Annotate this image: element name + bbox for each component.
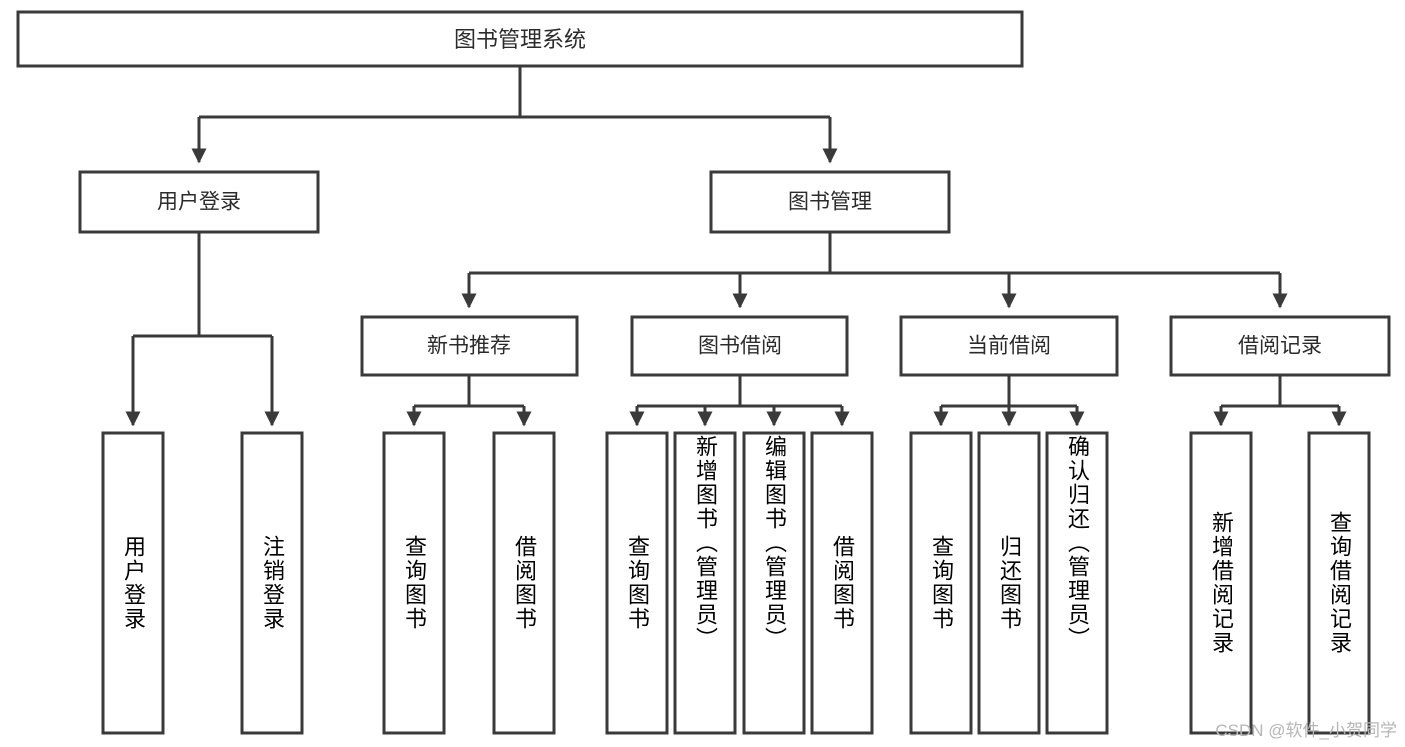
- leaf-book-borrow-add[interactable]: 新增图书（管理员）: [673, 431, 737, 735]
- connector-new-book-to-leaves: [406, 375, 532, 427]
- node-current-borrow-label: 当前借阅: [967, 335, 1051, 358]
- leaf-current-borrow-return[interactable]: 归还图书: [977, 431, 1041, 735]
- leaf-borrow-record-query[interactable]: 查询借阅记录: [1307, 431, 1371, 735]
- leaf-user-login-signin[interactable]: 用户登录: [101, 431, 165, 735]
- node-book-management-label: 图书管理: [788, 191, 872, 214]
- node-root-label: 图书管理系统: [454, 27, 586, 52]
- node-current-borrow[interactable]: 当前借阅: [899, 315, 1119, 377]
- leaf-label: 借阅图书: [830, 535, 855, 631]
- leaf-new-book-borrow[interactable]: 借阅图书: [492, 431, 556, 735]
- leaf-label: 注销登录: [260, 535, 285, 631]
- leaf-user-login-signout[interactable]: 注销登录: [240, 431, 304, 735]
- leaf-label: 查询图书: [625, 535, 650, 631]
- node-root-system[interactable]: 图书管理系统: [16, 10, 1024, 68]
- leaf-label: 借阅图书: [512, 535, 537, 631]
- leaf-book-borrow-edit[interactable]: 编辑图书（管理员）: [742, 431, 806, 735]
- node-book-borrow-label: 图书借阅: [698, 335, 782, 358]
- leaf-current-borrow-confirm-return[interactable]: 确认归还（管理员）: [1045, 431, 1109, 735]
- node-new-book-recommend[interactable]: 新书推荐: [360, 315, 579, 377]
- leaf-current-borrow-query[interactable]: 查询图书: [909, 431, 973, 735]
- connector-root-to-level2: [191, 66, 838, 164]
- node-borrow-record-label: 借阅记录: [1238, 335, 1322, 358]
- leaf-label: 查询图书: [929, 535, 954, 631]
- node-new-book-recommend-label: 新书推荐: [427, 335, 511, 358]
- leaf-label: 新增借阅记录: [1209, 511, 1234, 655]
- leaf-label: 编辑图书（管理员）: [762, 435, 787, 651]
- leaf-label: 归还图书: [997, 535, 1022, 631]
- connector-current-borrow-to-leaves: [933, 375, 1085, 427]
- leaf-label: 查询图书: [402, 535, 427, 631]
- connector-book-manage-to-level3: [461, 232, 1288, 309]
- connector-borrow-record-to-leaves: [1213, 375, 1347, 427]
- connector-book-borrow-to-leaves: [629, 375, 850, 427]
- leaf-label: 新增图书（管理员）: [693, 435, 718, 651]
- leaf-new-book-query[interactable]: 查询图书: [382, 431, 446, 735]
- leaf-borrow-record-add[interactable]: 新增借阅记录: [1189, 431, 1253, 735]
- node-book-management[interactable]: 图书管理: [709, 170, 951, 234]
- leaf-book-borrow-lend[interactable]: 借阅图书: [810, 431, 874, 735]
- leaf-label: 确认归还（管理员）: [1065, 435, 1090, 651]
- node-user-login-label: 用户登录: [157, 191, 241, 214]
- leaf-label: 查询借阅记录: [1327, 511, 1352, 655]
- leaf-book-borrow-query[interactable]: 查询图书: [605, 431, 669, 735]
- connector-user-login-to-leaves: [125, 232, 280, 427]
- node-borrow-record[interactable]: 借阅记录: [1169, 315, 1391, 377]
- node-user-login[interactable]: 用户登录: [78, 170, 320, 234]
- node-book-borrow[interactable]: 图书借阅: [630, 315, 849, 377]
- leaf-label: 用户登录: [121, 535, 146, 631]
